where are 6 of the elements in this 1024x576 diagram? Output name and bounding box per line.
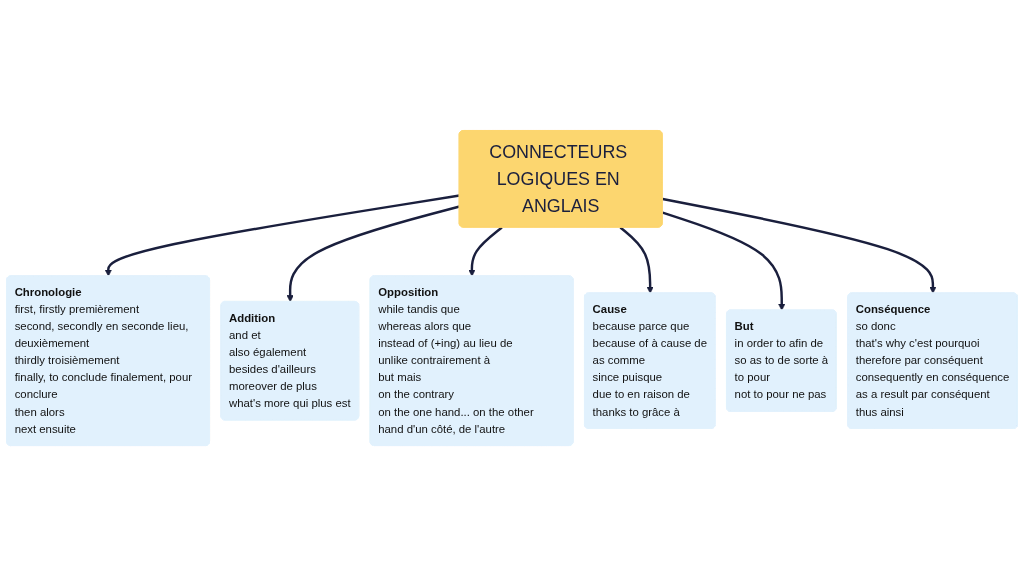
arrow	[662, 197, 937, 294]
arrow	[286, 205, 460, 303]
arrow	[619, 226, 654, 294]
arrow	[468, 226, 503, 277]
arrow	[662, 211, 786, 311]
arrow	[104, 194, 460, 277]
